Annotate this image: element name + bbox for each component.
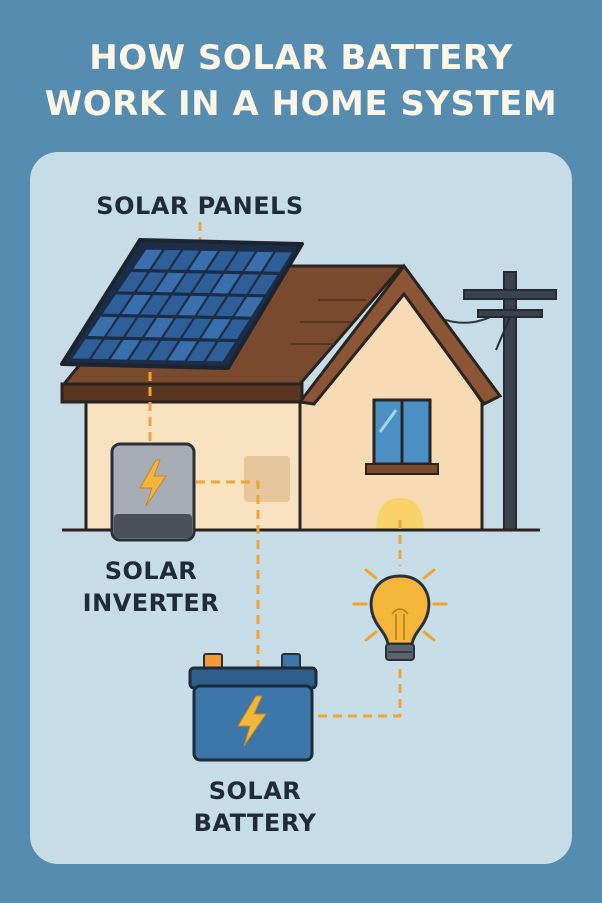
solar-cell [121, 294, 151, 315]
lightning-bolt-icon [139, 459, 167, 507]
solar-cell [129, 340, 159, 360]
solar-panel-icon [60, 238, 304, 370]
solar-cell [263, 252, 292, 272]
inverter-label-line-1: SOLAR [104, 557, 198, 585]
solar-cell [163, 318, 193, 338]
solar-cell [201, 319, 231, 339]
solar-cell [206, 341, 235, 362]
solar-cell [178, 295, 208, 316]
title-line-2: WORK IN A HOME SYSTEM [44, 84, 558, 124]
solar-cell [207, 251, 237, 271]
solar-cell [72, 339, 102, 359]
solar-cell [197, 296, 226, 316]
solar-cell [117, 271, 148, 292]
solar-cell [159, 295, 189, 316]
battery-label-line-2: BATTERY [193, 809, 317, 837]
solar-cell [182, 318, 212, 339]
solar-cell [151, 249, 181, 270]
solar-cell [133, 249, 163, 270]
solar-cell [148, 340, 178, 361]
solar-cell [170, 250, 200, 270]
solar-cell [244, 251, 274, 272]
solar-cell [167, 341, 197, 361]
solar-cell [230, 274, 259, 294]
light-bulb-icon [352, 568, 448, 661]
solar-cell [144, 317, 174, 338]
solar-cell [226, 251, 255, 272]
solar-panels-label: SOLAR PANELS [96, 192, 304, 220]
battery-label-line-1: SOLAR [208, 777, 302, 805]
inverter-label-line-2: INVERTER [82, 589, 220, 617]
solar-cell [211, 273, 241, 294]
lightning-bolt-icon [237, 695, 267, 747]
solar-cell [155, 272, 185, 293]
solar-cell [140, 295, 170, 315]
solar-cell [234, 297, 264, 317]
title-line-1: HOW SOLAR BATTERY [89, 38, 513, 78]
solar-cell [136, 272, 166, 292]
solar-cell [91, 339, 121, 360]
solar-cell [110, 339, 140, 360]
battery-icon [188, 653, 318, 762]
solar-cell [249, 274, 278, 295]
solar-cell [215, 296, 245, 317]
solar-cell [102, 294, 132, 314]
solar-cell [106, 317, 136, 337]
solar-cell [187, 341, 216, 362]
solar-cell [125, 317, 155, 338]
solar-cell [189, 250, 218, 271]
solar-cell [174, 273, 203, 293]
solar-cell [87, 316, 117, 337]
solar-cell [220, 319, 250, 340]
inverter-icon [110, 442, 196, 542]
solar-cell [192, 273, 222, 294]
